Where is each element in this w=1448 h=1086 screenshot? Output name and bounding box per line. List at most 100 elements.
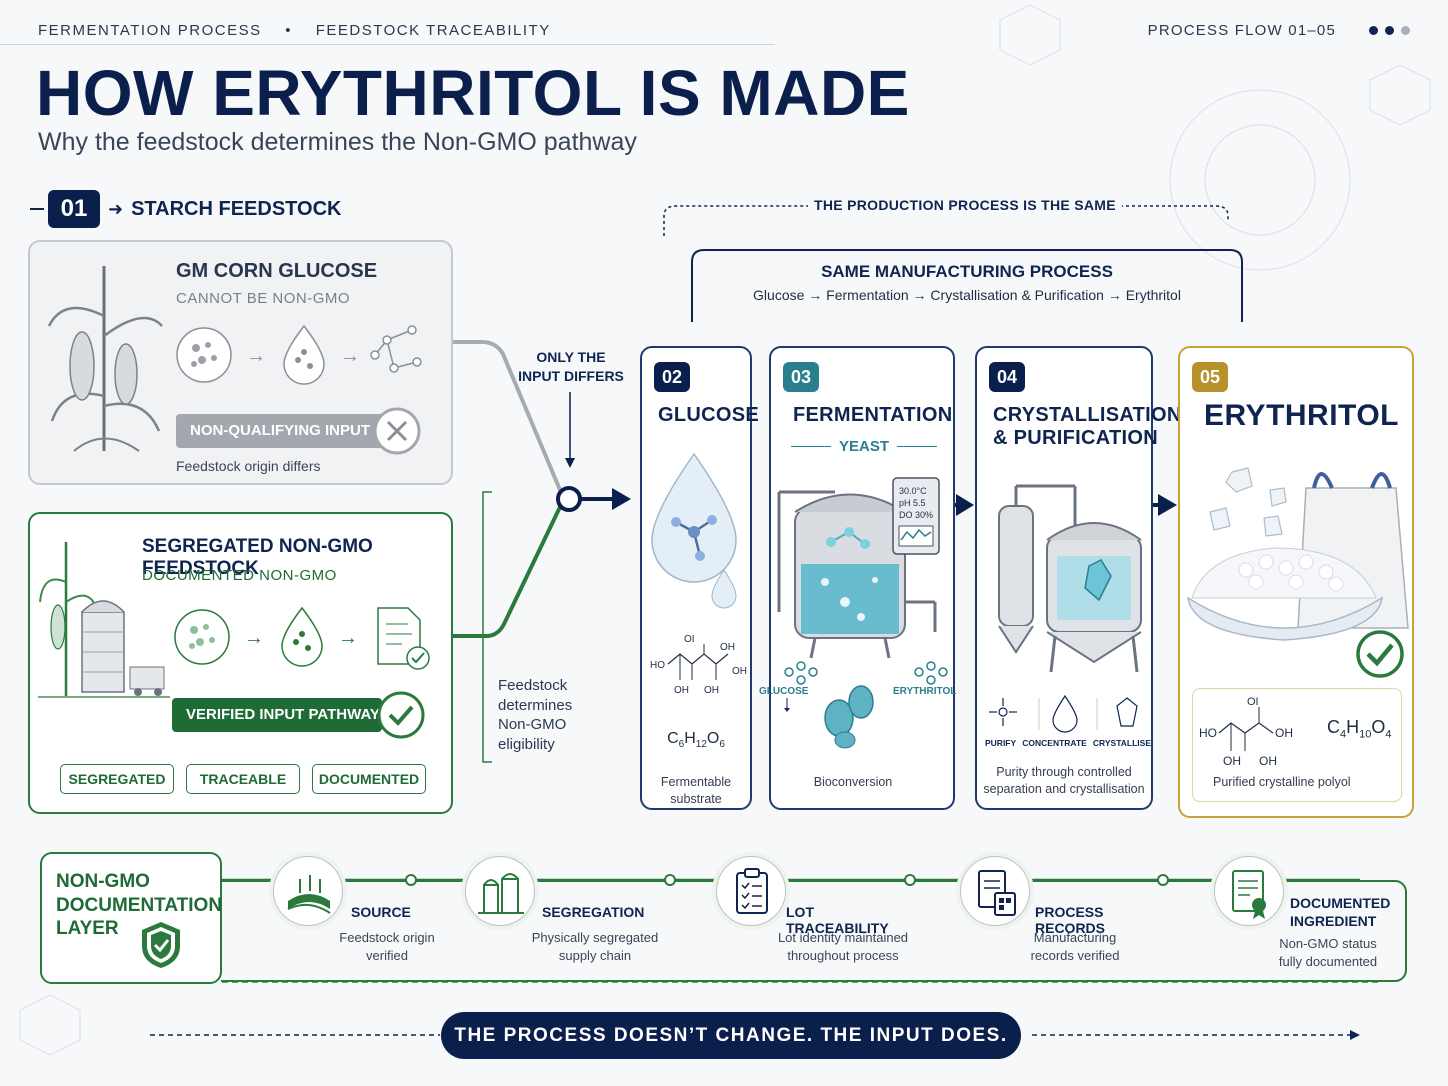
step-lead-line — [30, 208, 44, 210]
step-05-erythritol-card: 05 ERYTHRITOL HO OI OH OH OH C4H10O4 Pur… — [1178, 346, 1414, 818]
only-line-1: ONLY THE — [536, 349, 606, 365]
step-04-crystallisation-card: 04 CRYSTALLISATION & PURIFICATION PURIFY… — [975, 346, 1181, 810]
crystallizer-equipment-icon — [998, 484, 1142, 673]
tag-documented: DOCUMENTED — [312, 764, 426, 794]
pagination-dots — [1369, 26, 1410, 35]
documentation-frame — [221, 880, 1407, 982]
document-check-icon — [377, 607, 430, 670]
title-line: NON-GMO — [56, 871, 150, 892]
only-line-2: INPUT DIFFERS — [518, 368, 624, 384]
page-dot — [1401, 26, 1410, 35]
timeline-node — [664, 874, 676, 886]
verified-status: VERIFIED INPUT PATHWAY — [172, 698, 382, 732]
struct-label-oh: OH — [1223, 754, 1241, 768]
title-line: & PURIFICATION — [993, 427, 1158, 449]
nongmo-card-subtitle: DOCUMENTED NON-GMO — [142, 567, 337, 584]
note-line: eligibility — [498, 735, 555, 753]
title-line: LAYER — [56, 918, 119, 939]
concentrate-label: CONCENTRATE — [1022, 738, 1087, 748]
sensor-temperature: 30.0°C — [899, 486, 927, 496]
starch-granules-icon — [176, 327, 232, 383]
gm-card-title: GM CORN GLUCOSE — [176, 260, 378, 282]
struct-label-oh: OH — [732, 666, 747, 677]
struct-label-oi: OI — [1247, 696, 1259, 708]
header-divider — [0, 44, 775, 45]
lot-traceability-title: LOT TRACEABILITY — [786, 904, 889, 936]
step-02-title: GLUCOSE — [658, 404, 759, 426]
silo-icon — [465, 856, 535, 926]
glucose-drop-icon — [283, 324, 325, 385]
nav-right-label: FEEDSTOCK TRACEABILITY — [315, 22, 551, 39]
struct-label-oh: OH — [720, 642, 735, 653]
nongmo-card-title: SEGREGATED NON-GMO FEEDSTOCK — [142, 536, 373, 579]
purify-icon — [989, 698, 1017, 726]
svg-text:→: → — [338, 627, 358, 649]
shield-check-icon — [142, 922, 180, 968]
svg-text:→: → — [244, 627, 264, 649]
step-01-badge: 01 — [48, 190, 100, 228]
nongmo-feedstock-card: SEGREGATED NON-GMO FEEDSTOCK DOCUMENTED … — [28, 512, 453, 814]
line: supply chain — [558, 948, 632, 963]
page-dot — [1369, 26, 1378, 35]
crystallise-label: CRYSTALLISE — [1092, 738, 1151, 748]
step-02-caption: Fermentable substrate — [642, 774, 750, 808]
line: Physically segregated — [531, 930, 659, 945]
struct-label-oi: OI — [684, 634, 695, 645]
step-05-title: ERYTHRITOL — [1204, 399, 1400, 432]
step-05-caption: Purified crystalline polyol — [1213, 775, 1351, 789]
note-line: Feedstock — [498, 677, 568, 694]
timeline-node — [405, 874, 417, 886]
timeline-node — [1157, 874, 1169, 886]
purification-step-icons — [989, 694, 1138, 733]
erythritol-structure-diagram: HO OI OH OH OH — [1199, 696, 1293, 768]
purify-label: PURIFY — [985, 738, 1017, 748]
gm-process-icons: → → — [176, 324, 422, 385]
step-01-header: 01 ➜ STARCH FEEDSTOCK — [30, 190, 341, 228]
line: fully documented — [1278, 954, 1378, 969]
arrow-right-icon: ➜ — [108, 198, 124, 219]
note-line: Non-GMO — [498, 716, 567, 733]
bioconversion-icons — [784, 661, 948, 749]
struct-label-oh: OH — [704, 685, 719, 696]
step-04-caption: Purity through controlled separation and… — [977, 764, 1151, 798]
purification-labels: PURIFY CONCENTRATE CRYSTALLISE — [985, 738, 1151, 748]
gm-card-note: Feedstock origin differs — [176, 458, 321, 474]
checkmark-icon — [1356, 630, 1404, 678]
sensor-ph: pH 5.5 — [899, 498, 926, 508]
documented-ingredient-description: Non-GMO status fully documented — [1270, 935, 1386, 971]
process-records-title: PROCESS RECORDS — [1035, 904, 1106, 936]
line: DOCUMENTED — [1290, 895, 1391, 911]
top-breadcrumb: FERMENTATION PROCESS • FEEDSTOCK TRACEAB… — [38, 22, 551, 39]
silo-truck-icon — [38, 542, 170, 698]
page-title: HOW ERYTHRITOL IS MADE — [36, 57, 910, 129]
non-qualifying-status: NON-QUALIFYING INPUT — [176, 414, 386, 448]
step-03-title: FERMENTATION — [793, 404, 953, 426]
same-manufacturing-flow: Glucose → Fermentation → Crystallisation… — [753, 287, 1181, 303]
caption-line: Fermentable — [660, 775, 732, 789]
step-03-caption: Bioconversion — [813, 775, 893, 789]
svg-text:→: → — [246, 345, 266, 367]
erythritol-structure-panel: HO OI OH OH OH C4H10O4 Purified crystall… — [1192, 688, 1402, 802]
line: Manufacturing — [1033, 930, 1117, 945]
step-03-fermentation-card: 03 FERMENTATION YEAST 30.0°C pH 5.5 DO 3… — [759, 346, 956, 810]
sensor-oxygen: DO 30% — [899, 510, 933, 520]
title-line: CRYSTALLISATION — [993, 404, 1182, 426]
caption-line: separation and crystallisation — [983, 782, 1145, 796]
line: throughout process — [787, 948, 899, 963]
struct-label-ho: HO — [650, 660, 665, 671]
step-04-badge: 04 — [989, 362, 1025, 392]
only-input-differs-label: ONLY THE INPUT DIFFERS — [515, 348, 627, 386]
line: Non-GMO status — [1279, 936, 1377, 951]
nav-left-label: FERMENTATION PROCESS — [38, 22, 262, 39]
crystallise-icon — [1116, 697, 1138, 727]
glucose-formula: C6H12O6 — [667, 730, 725, 751]
tag-traceable: TRACEABLE — [186, 764, 300, 794]
step-01-label: STARCH FEEDSTOCK — [131, 197, 342, 220]
note-line: determines — [498, 696, 573, 714]
corn-plant-icon — [47, 266, 163, 452]
background-molecule-decoration — [19, 4, 1431, 1056]
line: Feedstock origin — [339, 930, 435, 945]
yeast-cells-icon — [824, 685, 874, 749]
